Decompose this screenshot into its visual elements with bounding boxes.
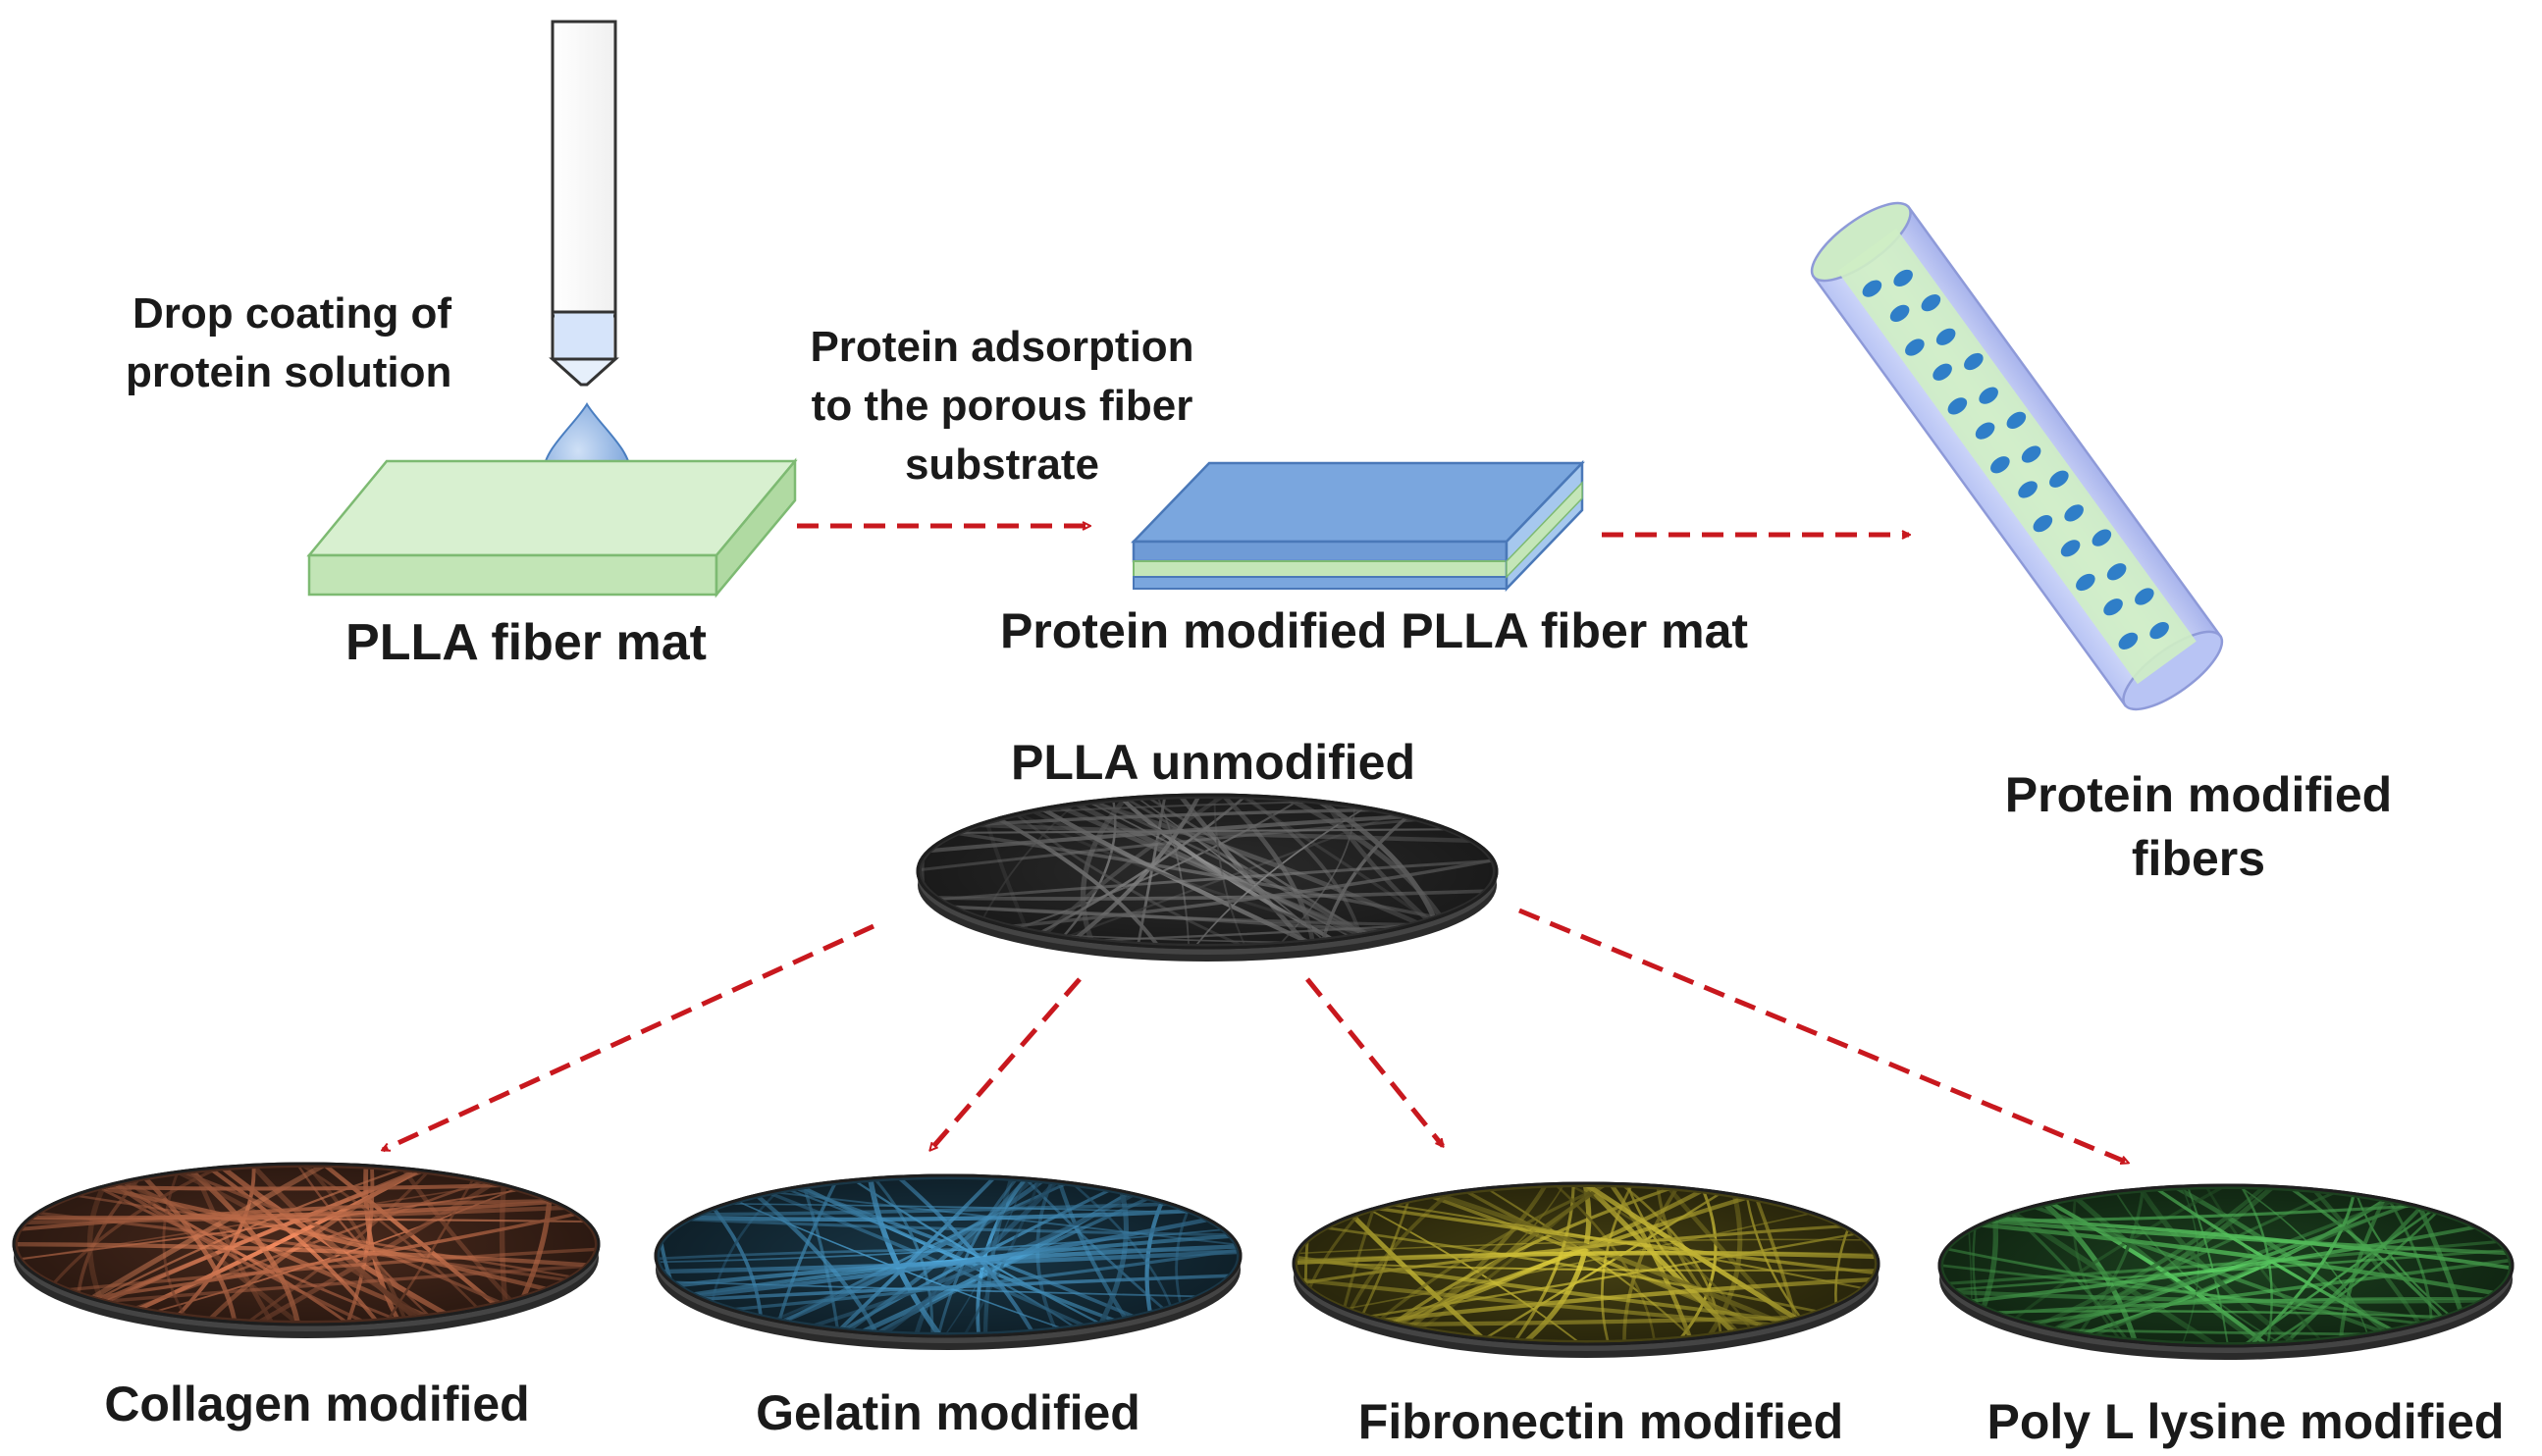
protein-dot <box>2064 504 2084 522</box>
protein-dot <box>2103 598 2123 616</box>
arrow-to-gelatin <box>930 977 1082 1150</box>
protein-dot <box>2149 622 2169 640</box>
protein-dot <box>2021 445 2041 463</box>
disc-collagen <box>12 1162 601 1338</box>
disc-plla-unmodified <box>916 793 1499 962</box>
arrow-to-polylysine <box>1518 908 2128 1166</box>
protein-dot <box>1862 280 1882 297</box>
arrow-to-collagen <box>383 923 875 1153</box>
label-fibronectin: Fibronectin modified <box>1358 1394 1843 1449</box>
label-adsorption-2: to the porous fiber <box>812 382 1193 430</box>
label-adsorption-3: substrate <box>905 441 1099 489</box>
protein-dot <box>2118 632 2139 650</box>
protein-modified-mat-icon <box>1131 459 1585 593</box>
protein-dot <box>1905 338 1925 356</box>
label-gelatin: Gelatin modified <box>756 1385 1140 1440</box>
protein-dot <box>1933 363 1952 381</box>
label-modified-fibers-1: Protein modified <box>2005 767 2392 822</box>
label-plla-unmodified: PLLA unmodified <box>1011 735 1415 790</box>
label-modified-fibers-2: fibers <box>2132 831 2265 886</box>
protein-dot <box>1979 387 1998 404</box>
protein-dot <box>1975 422 1995 440</box>
label-drop-coating-1: Drop coating of <box>132 289 451 338</box>
protein-dot <box>1889 304 1910 322</box>
plla-fiber-mat-icon <box>306 457 798 598</box>
protein-dot <box>1935 328 1956 345</box>
arrow-to-fibronectin <box>1305 977 1443 1146</box>
protein-dot <box>1990 456 2010 474</box>
protein-dot <box>2092 529 2112 546</box>
label-protein-modified-mat: Protein modified PLLA fiber mat <box>1000 603 1748 658</box>
disc-gelatin <box>654 1173 1243 1350</box>
protein-modified-fiber-icon <box>1810 201 2224 711</box>
pipette-icon <box>549 20 619 387</box>
label-drop-coating-2: protein solution <box>126 348 451 396</box>
protein-dot <box>2060 540 2081 557</box>
protein-dot <box>2049 470 2069 488</box>
protein-dot <box>2018 481 2038 498</box>
protein-dot <box>2006 411 2027 429</box>
protein-dot <box>1893 269 1913 287</box>
protein-dot <box>1921 294 1941 312</box>
protein-dot <box>2076 573 2095 592</box>
protein-dot <box>1964 352 1984 371</box>
label-adsorption-1: Protein adsorption <box>810 323 1193 371</box>
disc-fibronectin <box>1292 1181 1880 1358</box>
label-plla-fiber-mat: PLLA fiber mat <box>345 614 707 671</box>
label-polylysine: Poly L lysine modified <box>1987 1394 2505 1449</box>
protein-dot <box>2106 563 2127 581</box>
protein-dot <box>1947 397 1968 415</box>
disc-polylysine <box>1937 1183 2515 1360</box>
label-collagen: Collagen modified <box>104 1377 529 1431</box>
protein-dot <box>2033 515 2053 533</box>
protein-dot <box>2135 588 2154 605</box>
